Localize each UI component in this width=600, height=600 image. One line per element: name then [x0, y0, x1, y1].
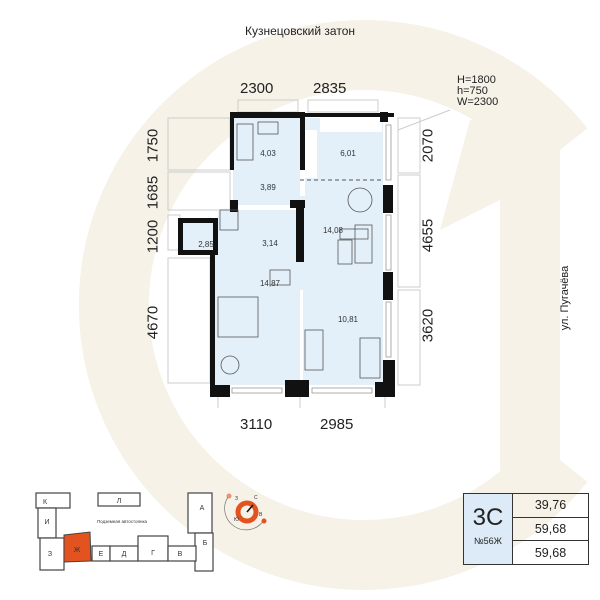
section-label: Е	[99, 551, 104, 558]
section-g[interactable]	[137, 535, 169, 562]
page-title: Кузнецовский затон	[244, 24, 355, 38]
parking-label: Подземная автостоянка	[97, 519, 148, 524]
room-area-bedroom: 14,87	[260, 279, 281, 288]
area-value-2: 59,68	[513, 518, 588, 542]
window-spec: H=1800 h=750 W=2300	[457, 75, 498, 108]
apartment-type-cell: 3С №56Ж	[464, 494, 513, 564]
room-area-bathroom: 4,03	[260, 149, 276, 158]
room-area-toilet: 3,14	[262, 239, 278, 248]
section-b[interactable]	[194, 532, 214, 572]
section-label: Д	[122, 551, 127, 558]
dim-top-1: 2300	[240, 80, 274, 97]
sill-height: h=750	[457, 85, 488, 97]
room-area-wardrobe: 2,85	[198, 240, 214, 249]
dim-bottom-2: 2985	[320, 416, 354, 433]
section-label: Г	[151, 550, 155, 557]
section-l[interactable]	[97, 492, 141, 507]
compass: С Ю В З	[224, 493, 267, 531]
room-area-kitchen: 6,01	[340, 149, 356, 158]
section-k[interactable]	[35, 492, 71, 509]
area-value-1: 39,76	[513, 494, 588, 518]
compass-east: В	[259, 512, 263, 518]
section-v[interactable]	[167, 545, 197, 562]
kitchen-counter	[305, 118, 382, 178]
walls	[178, 112, 395, 397]
section-label: Ж	[74, 547, 81, 554]
dim-top-2: 2835	[313, 80, 347, 97]
furniture	[217, 121, 381, 379]
dimension-guides	[167, 99, 451, 408]
room-area-living: 14,08	[323, 226, 344, 235]
window-height: H=1800	[457, 74, 496, 86]
section-a[interactable]	[187, 492, 213, 534]
window-width: W=2300	[457, 96, 499, 108]
room-area-hallway: 3,89	[260, 183, 276, 192]
section-label: В	[178, 551, 183, 558]
compass-north: С	[254, 495, 258, 501]
dim-bottom-1: 3110	[240, 416, 273, 433]
section-zh-highlighted[interactable]	[63, 531, 92, 563]
section-label: Б	[203, 540, 208, 547]
apartment-summary: 3С №56Ж 39,76 59,68 59,68	[463, 493, 589, 565]
apartment-type: 3С	[472, 504, 504, 531]
room-fills	[183, 118, 383, 385]
apartment-number: №56Ж	[474, 536, 502, 546]
section-label: Л	[117, 498, 122, 505]
windows	[231, 124, 392, 394]
section-label: З	[48, 551, 52, 558]
compass-south: Ю	[234, 517, 239, 523]
section-label: А	[200, 505, 205, 512]
area-value-3: 59,68	[534, 545, 567, 560]
compass-west: З	[235, 496, 238, 502]
room-area-second-bedroom: 10,81	[338, 315, 359, 324]
section-label: И	[44, 519, 49, 526]
section-label: К	[43, 499, 48, 506]
